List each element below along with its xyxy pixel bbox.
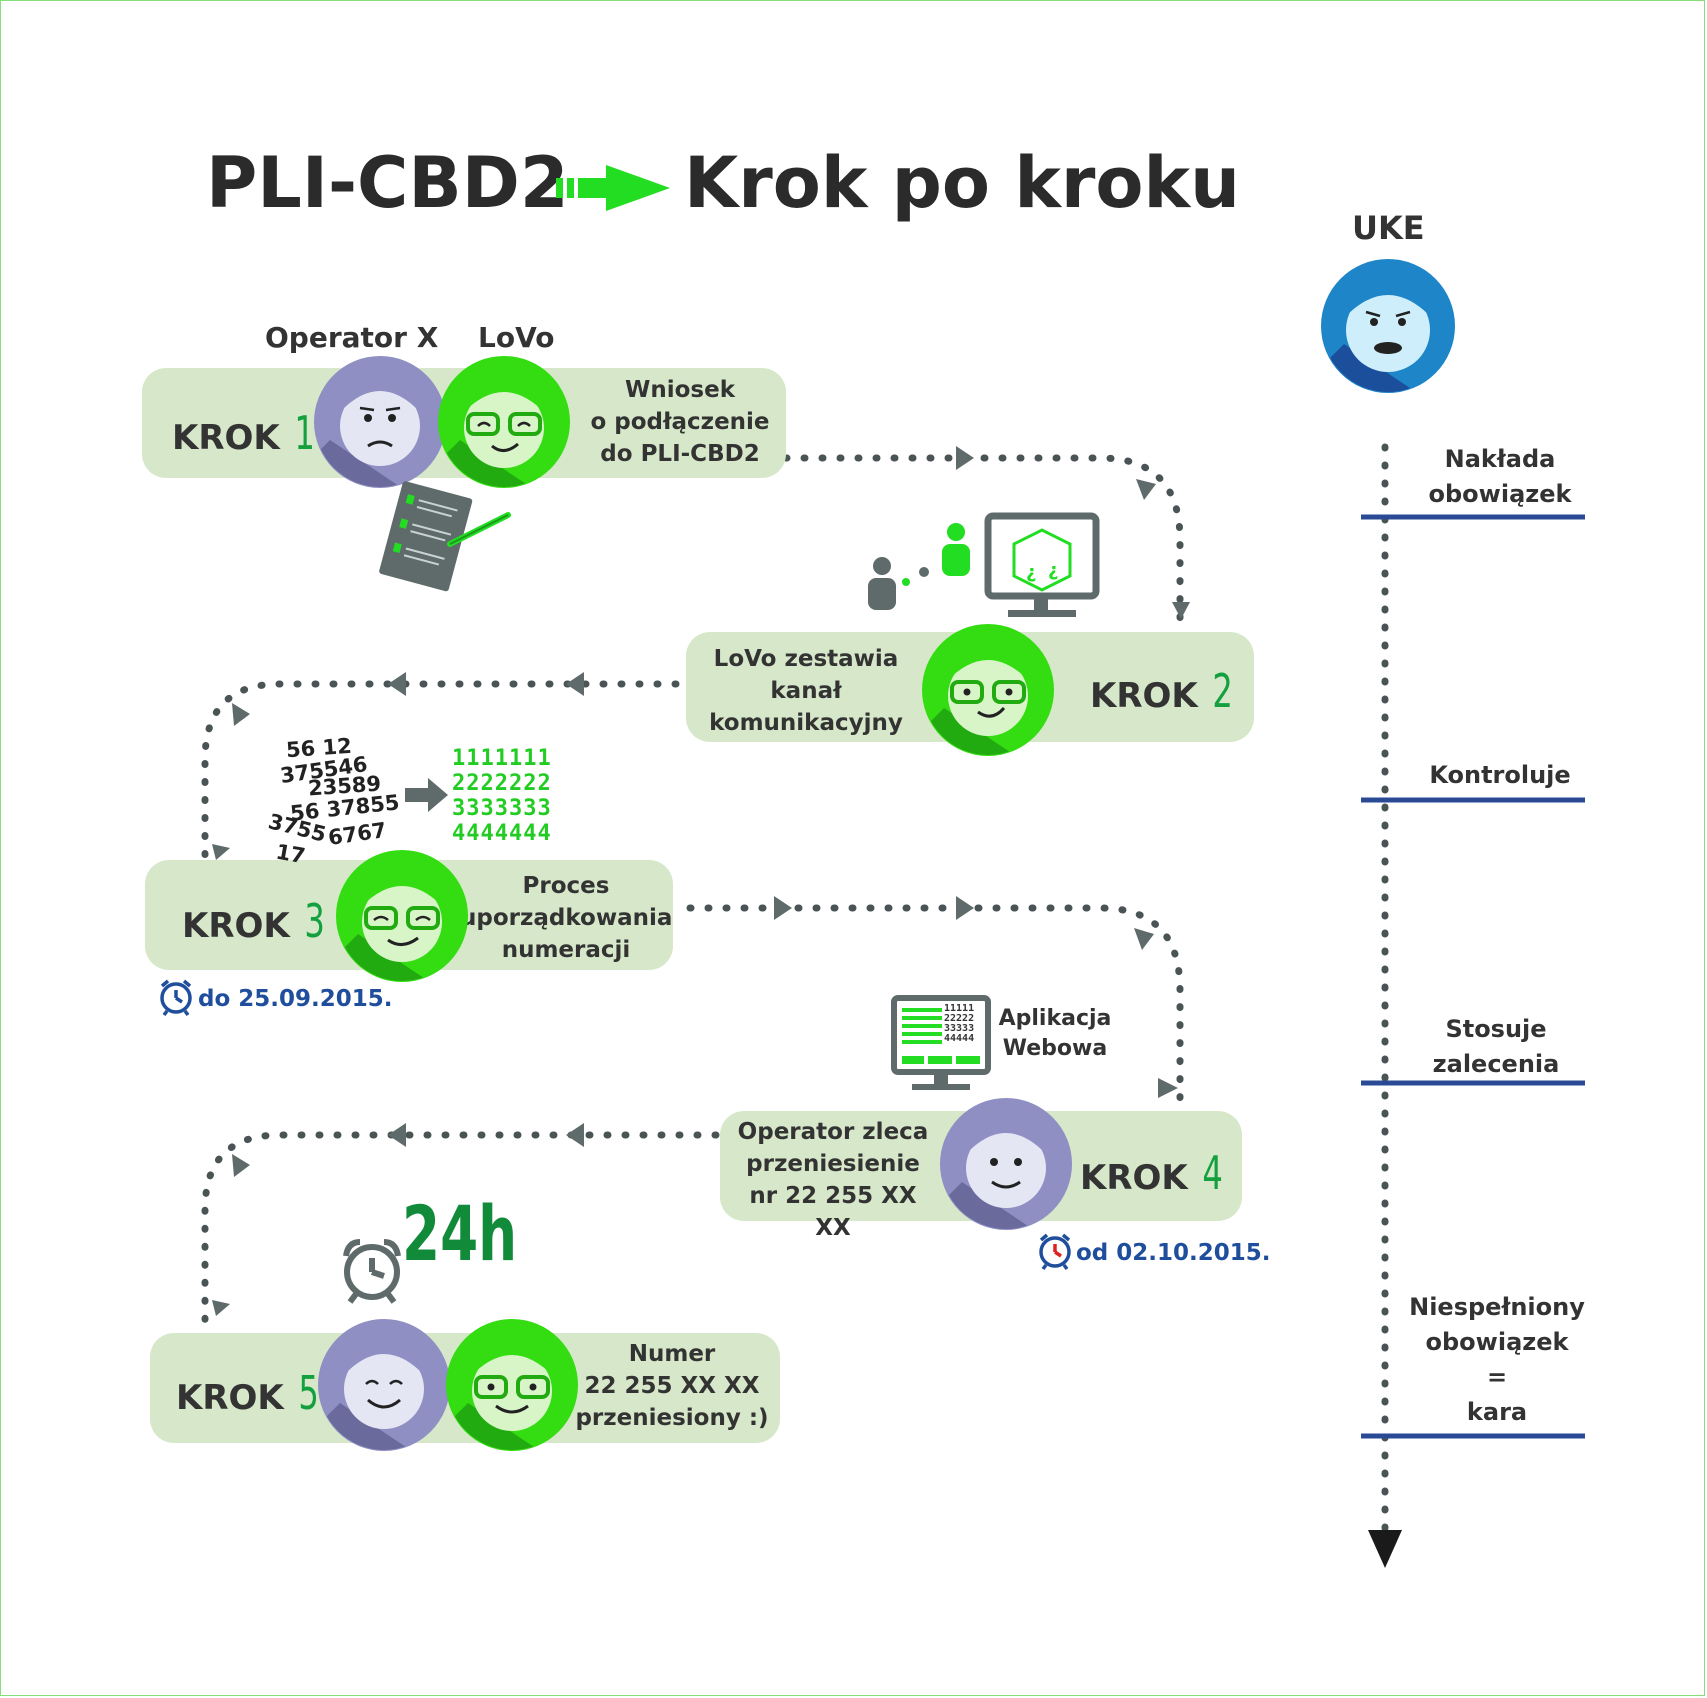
step-1-text: Wniosek o podłączenie do PLI-CBD2 [590,377,770,467]
title-right: Krok po kroku [684,142,1240,224]
title-left: PLI-CBD2 [206,142,569,224]
uke-label: UKE [1352,209,1425,247]
actor-operator-x-label: Operator X [265,321,439,354]
step-3-text: Proces uporządkowania numeracji [460,873,673,963]
step-2-text: LoVo zestawia kanał komunikacyjny [709,646,903,736]
web-app-label: Aplikacja Webowa [998,1006,1112,1061]
step-3-date: do 25.09.2015. [198,986,393,1012]
timer-24h: 24h [402,1189,518,1278]
step-5-text: Numer 22 255 XX XX przeniesiony :) [575,1341,769,1431]
sorted-numbers: 1111111 2222222 3333333 4444444 [452,746,552,846]
step-4-date: od 02.10.2015. [1076,1240,1271,1266]
step-4-text: Operator zleca przeniesienie nr 22 255 X… [737,1119,929,1241]
actor-lovo-label: LoVo [478,321,555,354]
timeline-label-1: Nakłada obowiązek [1428,445,1572,508]
timeline-label-4: Niespełniony obowiązek = kara [1409,1293,1585,1426]
timeline-label-3: Stosuje zalecenia [1432,1015,1560,1078]
timeline-label-2: Kontroluje [1429,761,1571,789]
